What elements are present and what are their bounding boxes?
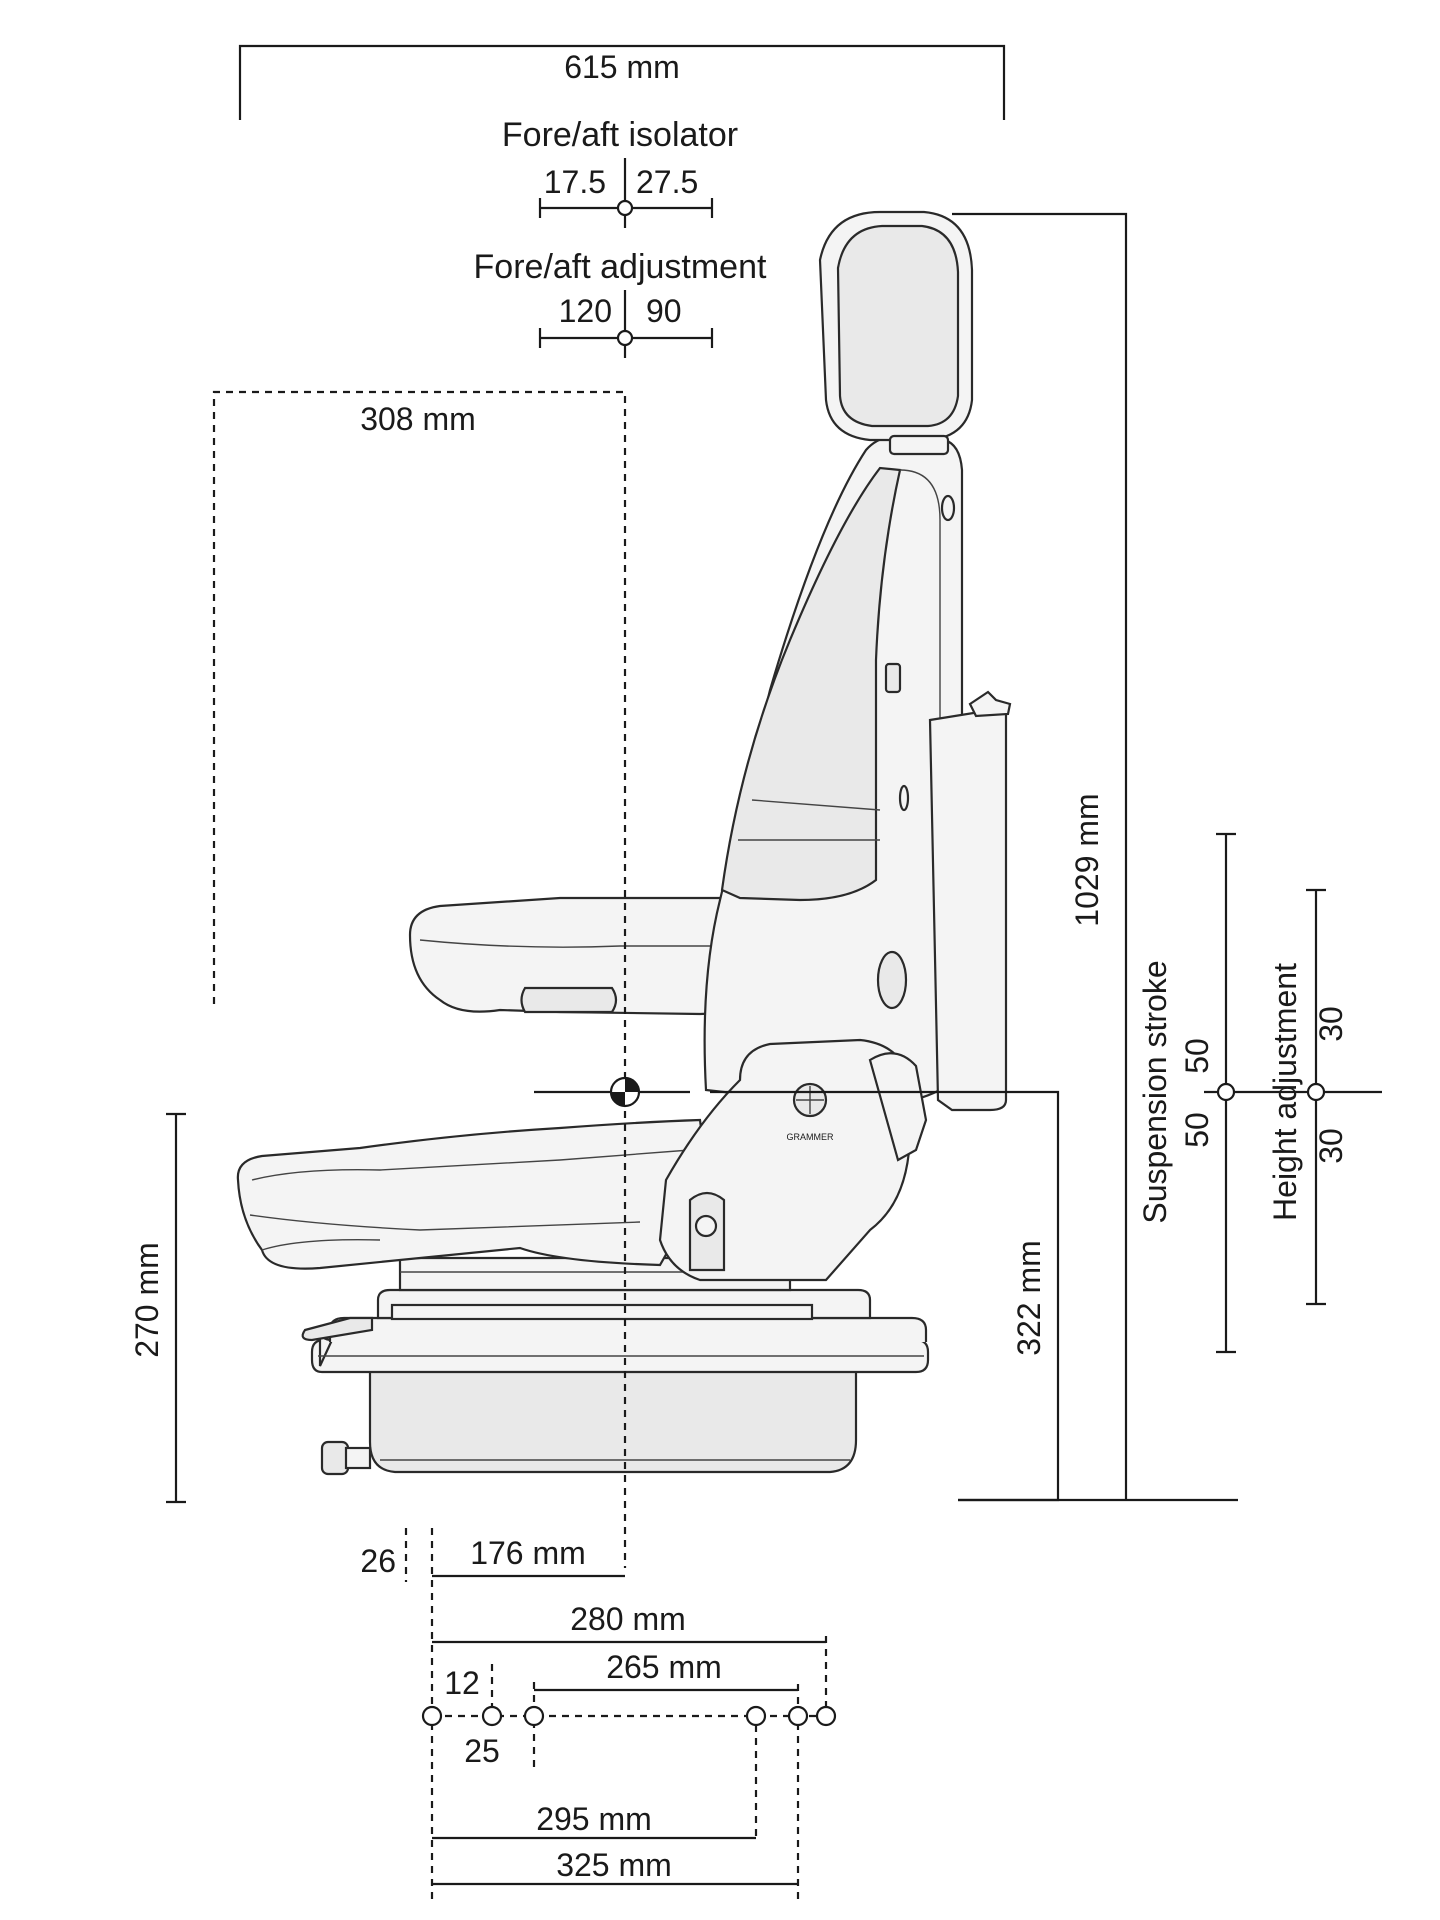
mount-265-label: 265 mm: [606, 1649, 722, 1685]
depth-308-label: 308 mm: [360, 401, 476, 437]
seat-illustration: GRAMMER: [236, 210, 1012, 1476]
mount-25-label: 25: [464, 1733, 500, 1769]
mount-280-label: 280 mm: [570, 1601, 686, 1637]
fore-aft-isolator-left: 17.5: [544, 164, 606, 200]
suspension-stroke-title: Suspension stroke: [1137, 960, 1173, 1223]
fore-aft-adjustment-left: 120: [559, 293, 612, 329]
height-1029-label: 1029 mm: [1069, 793, 1105, 926]
fore-aft-adjustment-right: 90: [646, 293, 682, 329]
dimension-labels: 615 mm Fore/aft isolator 17.5 27.5 Fore/…: [129, 49, 1349, 1883]
height-adjustment-title: Height adjustment: [1267, 963, 1303, 1221]
suspension-stroke-down: 50: [1179, 1112, 1215, 1148]
fore-aft-adjustment-title: Fore/aft adjustment: [474, 248, 767, 286]
offset-26-label: 26: [360, 1543, 396, 1579]
base-height-270-label: 270 mm: [129, 1242, 165, 1358]
fore-aft-isolator-title: Fore/aft isolator: [502, 116, 738, 154]
dimension-lines: [166, 44, 1382, 1902]
mount-295-label: 295 mm: [536, 1801, 652, 1837]
mount-12-label: 12: [444, 1665, 480, 1701]
suspension-stroke-up: 50: [1179, 1038, 1215, 1074]
seat-height-322-label: 322 mm: [1011, 1240, 1047, 1356]
width-615-label: 615 mm: [564, 49, 680, 85]
mount-325-label: 325 mm: [556, 1847, 672, 1883]
fore-aft-isolator-right: 27.5: [636, 164, 698, 200]
brand-mark: GRAMMER: [787, 1132, 835, 1142]
height-adjustment-up: 30: [1313, 1006, 1349, 1042]
offset-176-label: 176 mm: [470, 1535, 586, 1571]
height-adjustment-down: 30: [1313, 1128, 1349, 1164]
